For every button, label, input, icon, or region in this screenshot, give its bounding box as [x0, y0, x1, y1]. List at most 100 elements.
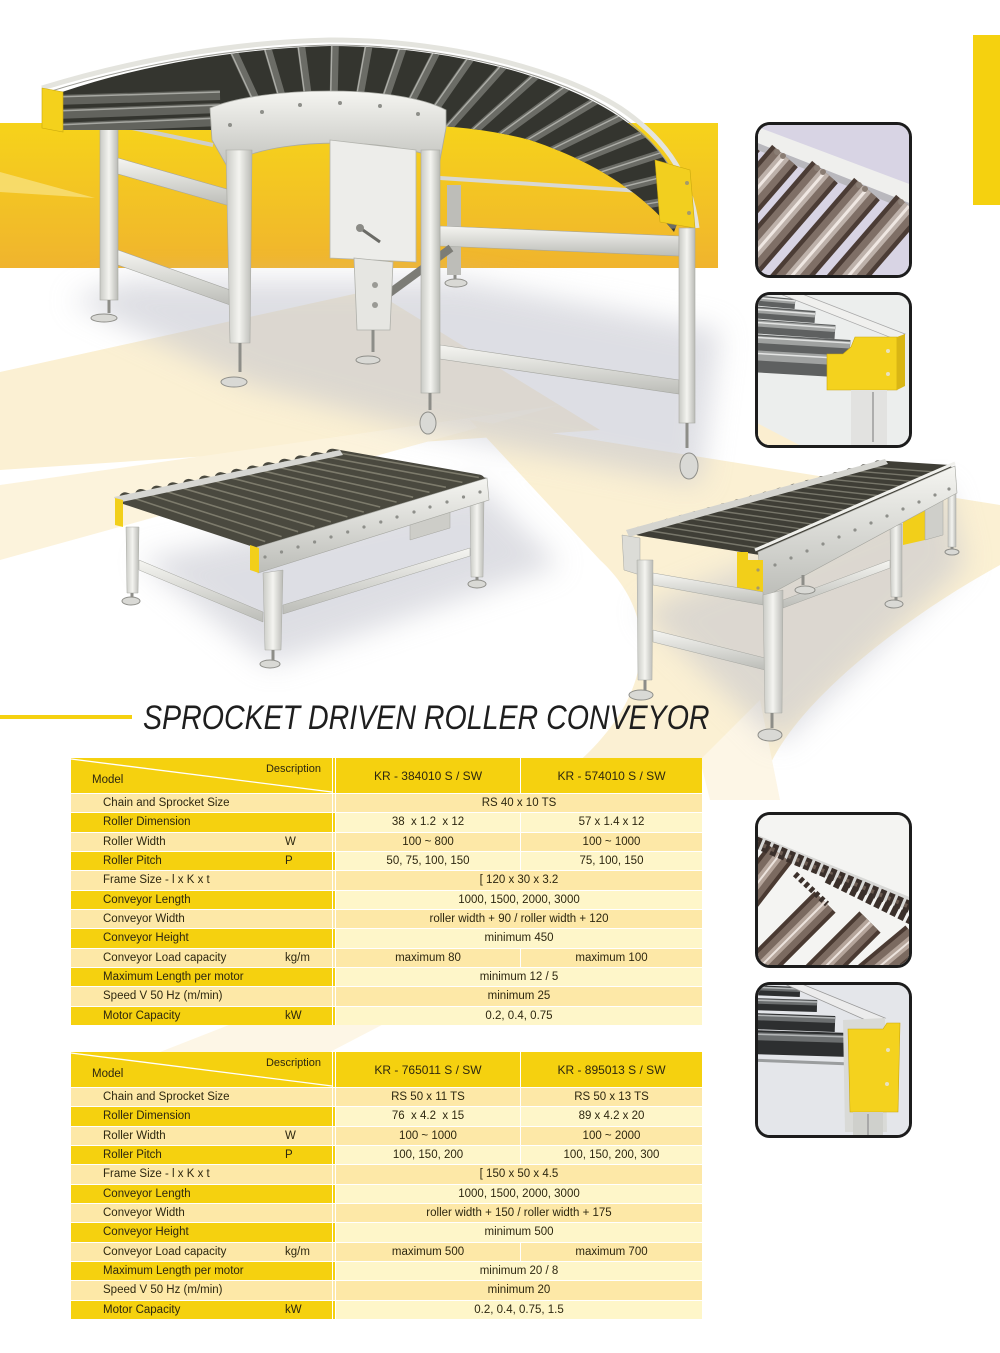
spec-label-text: Conveyor Width — [103, 912, 185, 925]
long-roller-conveyor-image — [621, 459, 960, 742]
column-separator — [332, 1203, 336, 1223]
spec-value: [ 150 x 50 x 4.5 — [336, 1165, 702, 1184]
column-separator — [332, 1300, 336, 1319]
spec-value: RS 50 x 11 TS — [336, 1088, 520, 1107]
spec-label: Frame Size - l x K x t — [71, 1165, 332, 1184]
description-header: Description — [265, 1057, 321, 1069]
header-corner-cell: Description Model — [71, 758, 332, 793]
spec-label: Roller Pitch P — [71, 1145, 332, 1165]
yellow-edge-tab — [973, 35, 1000, 205]
spec-value: 50, 75, 100, 150 — [336, 851, 520, 871]
spec-label: Roller Dimension — [71, 813, 332, 832]
page-title: SPROCKET DRIVEN ROLLER CONVEYOR — [143, 699, 710, 737]
spec-value: RS 40 x 10 TS — [336, 794, 702, 813]
spec-label-text: Conveyor Width — [103, 1206, 185, 1219]
spec-row: Conveyor Width roller width + 150 / roll… — [71, 1202, 702, 1223]
spec-label: Speed V 50 Hz (m/min) — [71, 987, 332, 1006]
spec-label-text: Maximum Length per motor — [103, 970, 244, 983]
column-separator — [332, 871, 336, 890]
spec-unit: kg/m — [285, 1245, 310, 1258]
spec-label-text: Conveyor Height — [103, 1226, 189, 1239]
spec-unit: P — [285, 854, 293, 867]
model-header: Model — [92, 1068, 124, 1080]
spec-value: 75, 100, 150 — [520, 851, 702, 871]
spec-row: Conveyor Length 1000, 1500, 2000, 3000 — [71, 889, 702, 909]
short-roller-conveyor-image — [114, 448, 490, 669]
column-separator — [332, 967, 336, 987]
spec-row: Conveyor Height minimum 450 — [71, 928, 702, 948]
spec-row: Maximum Length per motor minimum 20 / 8 — [71, 1260, 702, 1281]
column-separator — [332, 948, 336, 967]
spec-value: 100 ~ 2000 — [520, 1126, 702, 1145]
header-corner-cell: Description Model — [71, 1052, 332, 1087]
column-separator — [332, 1261, 336, 1281]
spec-label-text: Roller Pitch — [103, 1148, 162, 1161]
model-name-cell: KR - 574010 S / SW — [520, 758, 702, 793]
model-name-cell: KR - 765011 S / SW — [336, 1052, 520, 1087]
spec-value: maximum 80 — [336, 948, 520, 967]
spec-unit: P — [285, 1148, 293, 1161]
spec-row: Speed V 50 Hz (m/min) minimum 20 — [71, 1280, 702, 1300]
spec-row: Frame Size - l x K x t [ 150 x 50 x 4.5 — [71, 1164, 702, 1184]
spec-label-text: Maximum Length per motor — [103, 1264, 244, 1277]
spec-unit: W — [285, 835, 296, 848]
diagonal-divider-icon — [71, 1052, 332, 1087]
spec-value: roller width + 90 / roller width + 120 — [336, 909, 702, 929]
spec-label: Conveyor Length — [71, 890, 332, 909]
spec-value: 89 x 4.2 x 20 — [520, 1107, 702, 1126]
spec-label: Conveyor Height — [71, 1223, 332, 1242]
spec-value: 0.2, 0.4, 0.75, 1.5 — [336, 1300, 702, 1319]
spec-label-text: Frame Size - l x K x t — [103, 874, 210, 887]
model-header: Model — [92, 774, 124, 786]
spec-label: Conveyor Height — [71, 929, 332, 948]
spec-table-1: Description Model KR - 384010 S / SW KR … — [71, 758, 702, 1025]
column-separator — [332, 1006, 336, 1025]
column-separator — [332, 758, 336, 793]
column-separator — [332, 851, 336, 871]
column-separator — [332, 813, 336, 832]
column-separator — [332, 1242, 336, 1261]
spec-label: Conveyor Length — [71, 1184, 332, 1203]
column-separator — [332, 890, 336, 909]
column-separator — [332, 987, 336, 1006]
spec-value: 100, 150, 200 — [336, 1145, 520, 1165]
spec-value: 100 ~ 800 — [336, 832, 520, 851]
spec-label-text: Chain and Sprocket Size — [103, 1091, 230, 1103]
spec-label-text: Roller Dimension — [103, 816, 191, 829]
spec-label: Roller Dimension — [71, 1107, 332, 1126]
spec-label-text: Frame Size - l x K x t — [103, 1168, 210, 1181]
spec-value: minimum 20 — [336, 1281, 702, 1300]
spec-value: [ 120 x 30 x 3.2 — [336, 871, 702, 890]
spec-value: 57 x 1.4 x 12 — [520, 813, 702, 832]
column-separator — [332, 832, 336, 851]
spec-label-text: Roller Pitch — [103, 854, 162, 867]
spec-label: Conveyor Width — [71, 1203, 332, 1223]
column-separator — [332, 1126, 336, 1145]
spec-row: Conveyor Width roller width + 90 / rolle… — [71, 908, 702, 929]
spec-label-text: Conveyor Height — [103, 932, 189, 945]
spec-value: 76 x 4.2 x 15 — [336, 1107, 520, 1126]
model-name-cell: KR - 384010 S / SW — [336, 758, 520, 793]
column-separator — [332, 1184, 336, 1203]
spec-value: RS 50 x 13 TS — [520, 1088, 702, 1107]
spec-label-text: Speed V 50 Hz (m/min) — [103, 990, 223, 1003]
title-accent-rule — [0, 715, 132, 719]
column-separator — [332, 1145, 336, 1165]
spec-label-text: Roller Width — [103, 1129, 166, 1142]
spec-label-text: Roller Dimension — [103, 1110, 191, 1123]
spec-table-header: Description Model KR - 384010 S / SW KR … — [71, 758, 702, 793]
spec-label-text: Conveyor Load capacity — [103, 951, 227, 964]
spec-row: Conveyor Height minimum 500 — [71, 1222, 702, 1242]
spec-unit: kg/m — [285, 951, 310, 964]
column-separator — [332, 1088, 336, 1107]
